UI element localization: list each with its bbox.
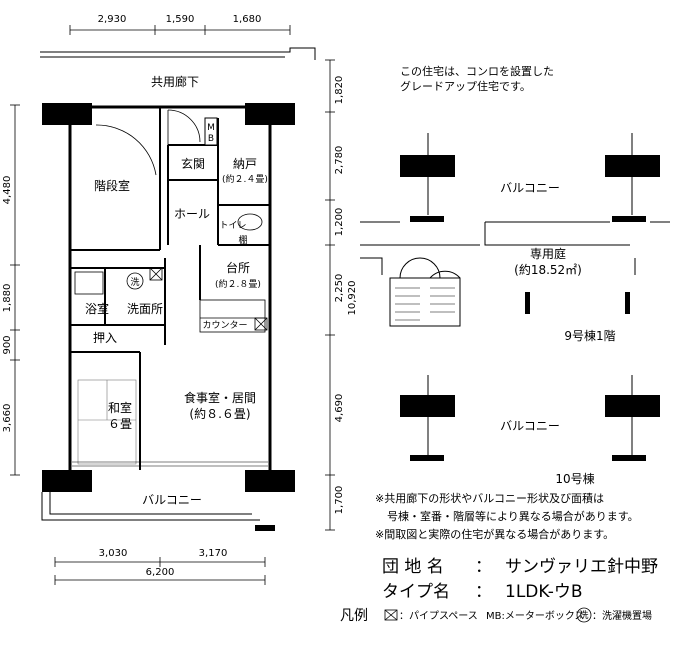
dim-right-total: 10,920 <box>347 281 358 316</box>
legend-washer: ：洗濯機置場 <box>592 609 652 622</box>
type-name-label: タイプ名 <box>382 582 450 602</box>
outer-walls <box>68 105 272 475</box>
dim-left-1: 4,480 <box>2 176 13 205</box>
room-closet: 押入 <box>93 331 117 345</box>
corridor-label: 共用廊下 <box>151 74 199 89</box>
type-name-sep: ： <box>475 582 492 602</box>
tatami-pattern <box>77 379 137 465</box>
door-arc-entrance <box>167 109 201 143</box>
legend-pipe-space: ：パイプスペース <box>399 610 478 622</box>
dim-left-3: 900 <box>2 335 13 354</box>
room-living: 食事室・居間 <box>184 390 256 405</box>
room-toilet: トイレ <box>219 221 246 231</box>
room-shelf: 棚 <box>238 234 247 246</box>
legend-title: 凡例 <box>340 608 368 624</box>
stove-note-line1: この住宅は、コンロを設置した <box>400 64 554 78</box>
floor-plan: M B 洗 <box>42 103 295 531</box>
dim-right-3: 1,200 <box>334 208 345 237</box>
room-kitchen: 台所 <box>226 260 250 275</box>
estate-name-sep: ： <box>475 557 492 577</box>
room-kitchen-size: (約２.８畳) <box>215 278 261 290</box>
dim-bottom-total: 6,200 <box>146 567 175 578</box>
upper-balcony-label: バルコニー <box>500 181 560 195</box>
stove-note-line2: グレードアップ住宅です。 <box>400 79 531 93</box>
dim-bottom-1: 3,030 <box>99 548 128 559</box>
dim-top-1: 2,930 <box>98 14 127 25</box>
mb-label-2: B <box>208 134 214 144</box>
dimension-labels: 2,930 1,590 1,680 4,480 1,880 900 3,660 … <box>2 14 358 578</box>
caveat-line1: ※共用廊下の形状やバルコニー形状及び面積は <box>375 491 604 505</box>
legend-meter-box: MB:メーターボックス <box>486 610 585 622</box>
interior-walls <box>70 107 270 470</box>
dim-right-1: 1,820 <box>334 76 345 105</box>
dim-right-4: 2,250 <box>334 274 345 303</box>
room-japanese: 和室 <box>108 400 132 415</box>
caveat-line3: ※間取図と実際の住宅が異なる場合があります。 <box>375 527 614 541</box>
room-bath: 浴室 <box>85 301 109 316</box>
dim-bottom-2: 3,170 <box>199 548 228 559</box>
building9-label: 9号棟1階 <box>564 328 615 343</box>
garden-size: (約18.52㎡) <box>514 262 582 277</box>
room-stairwell: 階段室 <box>94 178 130 193</box>
dim-right-6: 4,690 <box>334 394 345 423</box>
dimension-lines <box>10 25 335 585</box>
dim-top-3: 1,680 <box>233 14 262 25</box>
room-living-size: (約８.６畳) <box>189 406 250 421</box>
legend-wash-mark: 洗 <box>579 609 588 621</box>
building9-diagram <box>360 133 670 327</box>
balcony-main <box>41 492 260 521</box>
dim-right-7: 1,700 <box>334 486 345 515</box>
mb-label-1: M <box>207 123 215 133</box>
building10-diagram <box>400 375 660 461</box>
dim-left-2: 1,880 <box>2 284 13 313</box>
estate-name-label: 団 地 名 <box>382 557 444 577</box>
building10-label: 10号棟 <box>555 471 594 486</box>
bathtub <box>74 271 104 295</box>
pipe-space-legend-icon <box>384 609 398 621</box>
dim-right-2: 2,780 <box>334 146 345 175</box>
type-name-value: 1LDK-ウB <box>505 582 583 602</box>
washer-mark-label: 洗 <box>130 276 139 288</box>
common-corridor <box>40 47 316 60</box>
room-counter: カウンター <box>202 320 247 331</box>
lower-balcony-label: バルコニー <box>500 419 560 433</box>
washer-mark <box>126 272 144 290</box>
room-storage-size: (約２.４畳) <box>222 173 268 185</box>
room-entrance: 玄関 <box>181 156 205 171</box>
room-balcony: バルコニー <box>142 493 202 507</box>
room-storage: 納戸 <box>233 157 257 171</box>
kitchen-counter <box>199 299 266 333</box>
meter-box <box>204 117 218 146</box>
dim-left-4: 3,660 <box>2 404 13 433</box>
room-washroom: 洗面所 <box>127 302 163 316</box>
room-japanese-size: ６畳 <box>108 417 132 431</box>
columns <box>42 103 295 531</box>
toilet-fixture <box>237 213 263 231</box>
garden-label: 専用庭 <box>530 246 566 261</box>
door-arc-stairwell <box>95 124 157 176</box>
room-hall: ホール <box>174 207 210 221</box>
dim-top-2: 1,590 <box>166 14 195 25</box>
washer-legend-icon <box>576 607 592 623</box>
estate-name-value: サンヴァリエ針中野 <box>505 557 658 577</box>
caveat-line2: 号棟・室番・階層等により異なる場合があります。 <box>387 509 639 523</box>
